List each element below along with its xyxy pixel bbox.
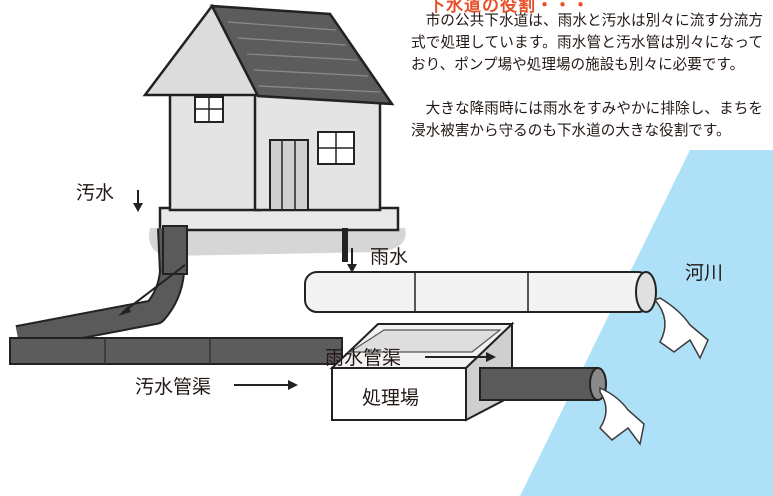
flow-arrow-down xyxy=(121,264,186,314)
sewage-label: 汚水 xyxy=(76,182,115,204)
storm-pipe-direction-arrow xyxy=(425,352,496,362)
plant-outlet-pipe xyxy=(479,367,607,401)
river-label: 河川 xyxy=(685,262,724,284)
treatment-plant-label: 処理場 xyxy=(362,387,420,409)
plant-outflow-splash xyxy=(599,386,645,446)
house-illustration xyxy=(142,3,400,232)
storm-pipe-label: 雨水管渠 xyxy=(325,347,402,369)
river xyxy=(520,150,773,496)
sewer-pipe-label: 汚水管渠 xyxy=(135,376,212,398)
storm-pipe xyxy=(304,271,657,313)
description-paragraph-2: 大きな降雨時には雨水をすみやかに排除し、まちを浸水被害から守るのも下水道の大きな… xyxy=(411,100,763,139)
sewer-main-pipe xyxy=(9,337,343,365)
rainwater-drop-arrow xyxy=(347,248,357,273)
storm-outflow-splash xyxy=(653,297,709,360)
sewer-pipe-direction-arrow xyxy=(234,380,298,390)
ground-shadow xyxy=(149,228,406,256)
sewage-drop-arrow xyxy=(133,190,143,212)
description-paragraph-1: 市の公共下水道は、雨水と汚水は別々に流す分流方式で処理しています。雨水管と汚水管… xyxy=(411,12,763,73)
section-heading: 下水道の役割・・・ xyxy=(428,0,590,16)
rainwater-label: 雨水 xyxy=(370,246,409,268)
